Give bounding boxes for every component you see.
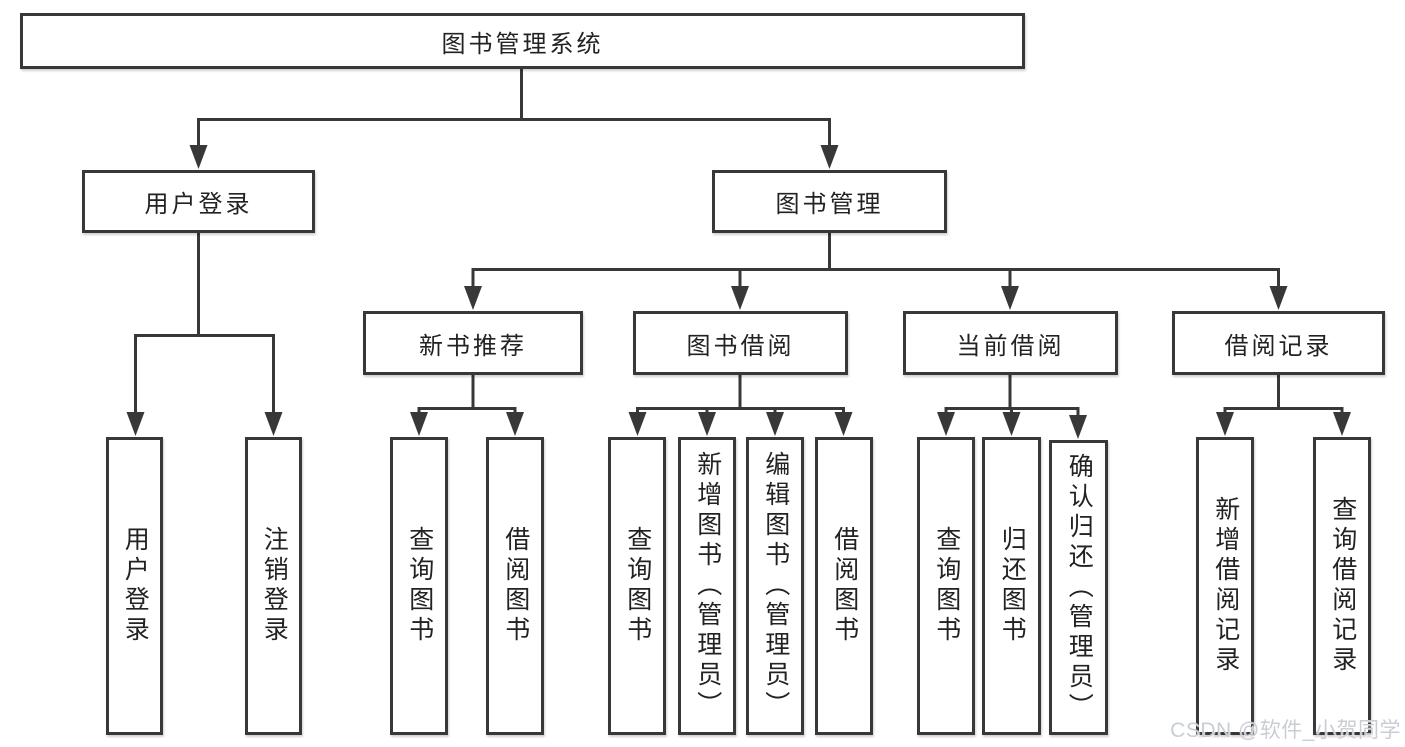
leaf-logout-login: 注销登录 bbox=[245, 437, 302, 735]
arrowhead-bb-borrow bbox=[834, 412, 853, 436]
arrowhead-nb-query bbox=[410, 412, 428, 436]
arrowheads bbox=[126, 145, 1351, 439]
leaf-user-login: 用户登录 bbox=[106, 437, 163, 735]
arrowhead-book-management bbox=[820, 145, 839, 169]
leaf-user-login-label: 用户登录 bbox=[121, 526, 150, 646]
node-user-login: 用户登录 bbox=[82, 170, 315, 233]
arrowhead-bb-query bbox=[628, 412, 647, 436]
leaf-query-borrow-record-label: 查询借阅记录 bbox=[1328, 496, 1357, 676]
leaf-add-books-admin: 新增图书（管理员） bbox=[678, 437, 736, 735]
leaf-return-books-label: 归还图书 bbox=[998, 526, 1027, 646]
arrowhead-book-borrow bbox=[731, 286, 749, 310]
leaf-query-borrow-record: 查询借阅记录 bbox=[1313, 437, 1371, 735]
node-new-book-recommend: 新书推荐 bbox=[363, 311, 583, 375]
leaf-add-books-admin-label: 新增图书（管理员） bbox=[693, 451, 722, 721]
arrowhead-br-add bbox=[1216, 412, 1234, 436]
leaf-query-books-borrow-label: 查询图书 bbox=[623, 526, 652, 646]
leaf-borrow-books-recommend-label: 借阅图书 bbox=[501, 526, 530, 646]
arrowhead-br-query bbox=[1333, 412, 1351, 436]
leaf-borrow-books-borrow-label: 借阅图书 bbox=[830, 526, 859, 646]
leaf-query-books-recommend: 查询图书 bbox=[390, 437, 448, 735]
arrowhead-cb-confirm bbox=[1069, 415, 1087, 439]
node-book-management: 图书管理 bbox=[712, 170, 947, 233]
arrowhead-cb-query bbox=[937, 412, 955, 436]
arrowhead-bb-add bbox=[698, 412, 716, 436]
arrowhead-user-login bbox=[189, 145, 208, 169]
leaf-confirm-return-admin-label: 确认归还（管理员） bbox=[1065, 452, 1094, 723]
leaf-query-books-current-label: 查询图书 bbox=[932, 526, 961, 646]
arrowhead-current-borrow bbox=[1001, 286, 1019, 310]
leaf-return-books: 归还图书 bbox=[982, 437, 1041, 735]
leaf-query-books-borrow: 查询图书 bbox=[608, 437, 666, 735]
arrowhead-bb-edit bbox=[766, 412, 784, 436]
leaf-confirm-return-admin: 确认归还（管理员） bbox=[1049, 440, 1108, 735]
leaf-add-borrow-record: 新增借阅记录 bbox=[1196, 437, 1254, 735]
node-borrow-records: 借阅记录 bbox=[1172, 311, 1385, 375]
node-book-borrow: 图书借阅 bbox=[633, 311, 848, 375]
arrowhead-new-book bbox=[464, 286, 482, 310]
arrowhead-nb-borrow bbox=[506, 412, 524, 436]
leaf-edit-books-admin-label: 编辑图书（管理员） bbox=[761, 451, 790, 721]
leaf-query-books-current: 查询图书 bbox=[917, 437, 975, 735]
leaf-add-borrow-record-label: 新增借阅记录 bbox=[1211, 496, 1240, 676]
arrowhead-leaf-logout bbox=[264, 412, 283, 436]
arrowhead-cb-return bbox=[1002, 412, 1021, 436]
node-current-borrow: 当前借阅 bbox=[903, 311, 1118, 375]
leaf-borrow-books-recommend: 借阅图书 bbox=[486, 437, 544, 735]
watermark: CSDN @软件_小贺同学 bbox=[1170, 719, 1401, 742]
leaf-query-books-recommend-label: 查询图书 bbox=[405, 526, 434, 646]
arrowhead-leaf-login bbox=[126, 412, 145, 436]
leaf-edit-books-admin: 编辑图书（管理员） bbox=[746, 437, 804, 735]
node-root: 图书管理系统 bbox=[20, 13, 1025, 69]
arrowhead-borrow-records bbox=[1269, 286, 1288, 310]
leaf-borrow-books-borrow: 借阅图书 bbox=[815, 437, 873, 735]
leaf-logout-login-label: 注销登录 bbox=[260, 526, 289, 646]
